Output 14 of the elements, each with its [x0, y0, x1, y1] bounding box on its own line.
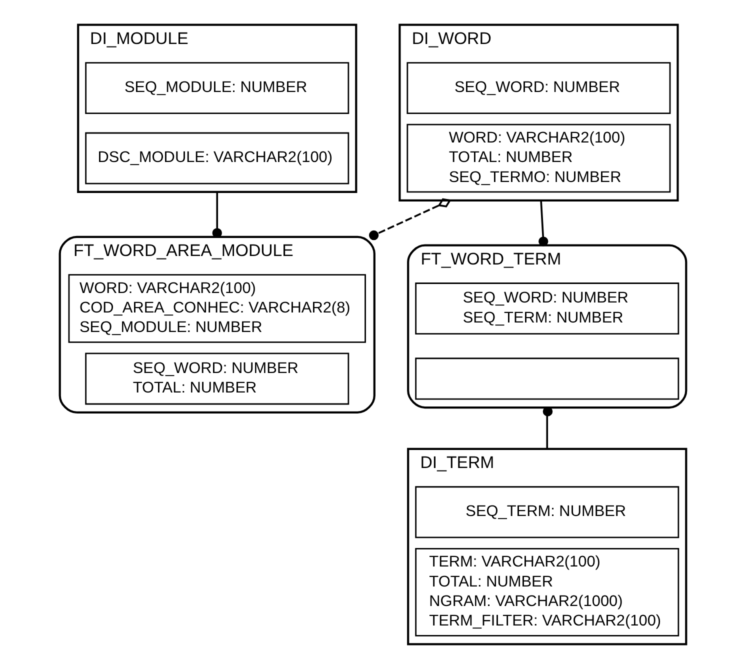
connector	[542, 406, 553, 449]
node-box: WORD: VARCHAR2(100) TOTAL: NUMBER SEQ_TERMO: NUMBER	[406, 124, 671, 193]
node-box: TERM: VARCHAR2(100) TOTAL: NUMBER NGRAM: VARCHAR2(1000) TERM_FILTER: VARCHAR2(100)	[415, 548, 680, 636]
connector	[212, 192, 222, 238]
node-box	[415, 358, 680, 400]
node-box: SEQ_WORD: NUMBER SEQ_TERM: NUMBER	[415, 282, 680, 334]
node-box: WORD: VARCHAR2(100) COD_AREA_CONHEC: VARCHAR2(8) SEQ_MODULE: NUMBER	[68, 274, 366, 343]
node-box: DSC_MODULE: VARCHAR2(100)	[85, 132, 350, 184]
node-box: SEQ_TERM: NUMBER	[415, 486, 680, 538]
node-box: SEQ_WORD: NUMBER TOTAL: NUMBER	[85, 352, 350, 405]
node-box: SEQ_WORD: NUMBER	[406, 62, 671, 114]
connector	[538, 200, 548, 246]
connector	[368, 198, 452, 240]
node-box: SEQ_MODULE: NUMBER	[85, 62, 350, 114]
